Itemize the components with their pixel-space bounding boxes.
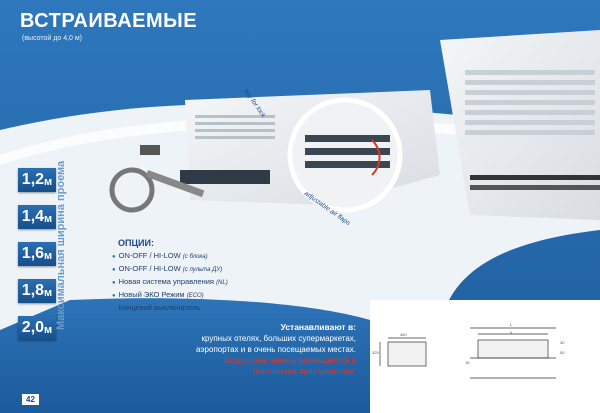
options-list: ОПЦИИ: ON-OFF / HI-LOW (с блока) ON-OFF … xyxy=(112,238,228,315)
width-axis-label: Максимальная ширина проема xyxy=(55,160,67,330)
install-line: крупных отелях, больших супермаркетах, xyxy=(201,334,356,343)
dim-label: 460 xyxy=(400,332,407,337)
dim-label: 15 xyxy=(465,360,470,365)
options-title: ОПЦИИ: xyxy=(118,238,154,248)
list-item: ON-OFF / HI-LOW (с блока) xyxy=(112,250,228,263)
dim-label: 325 xyxy=(372,350,379,355)
install-heading: Устанавливают в: xyxy=(280,322,356,332)
list-item: Новый ЭКО Режим (ECO) xyxy=(112,289,228,302)
install-line: аэропортах и в очень посещаемых местах. xyxy=(196,345,356,354)
list-item: ON-OFF / HI-LOW (с пульта ДУ) xyxy=(112,263,228,276)
dim-label: 50 xyxy=(560,350,565,355)
dim-label: 30 xyxy=(560,340,565,345)
install-note: потолочных пространствах. xyxy=(253,367,356,376)
install-note: Воздушные завесы размещаются в xyxy=(224,356,356,365)
list-item: Новая система управления (NL) xyxy=(112,276,228,289)
install-info: Устанавливают в: крупных отелях, больших… xyxy=(146,322,356,377)
dim-label: K xyxy=(510,330,513,335)
page-title: ВСТРАИВАЕМЫЕ xyxy=(20,10,198,32)
list-item: Концевой выключатель xyxy=(112,302,228,315)
page-number: 42 xyxy=(22,394,39,405)
page-subtitle: (высотой до 4,0 м) xyxy=(22,35,83,42)
dim-label: L xyxy=(510,322,513,327)
